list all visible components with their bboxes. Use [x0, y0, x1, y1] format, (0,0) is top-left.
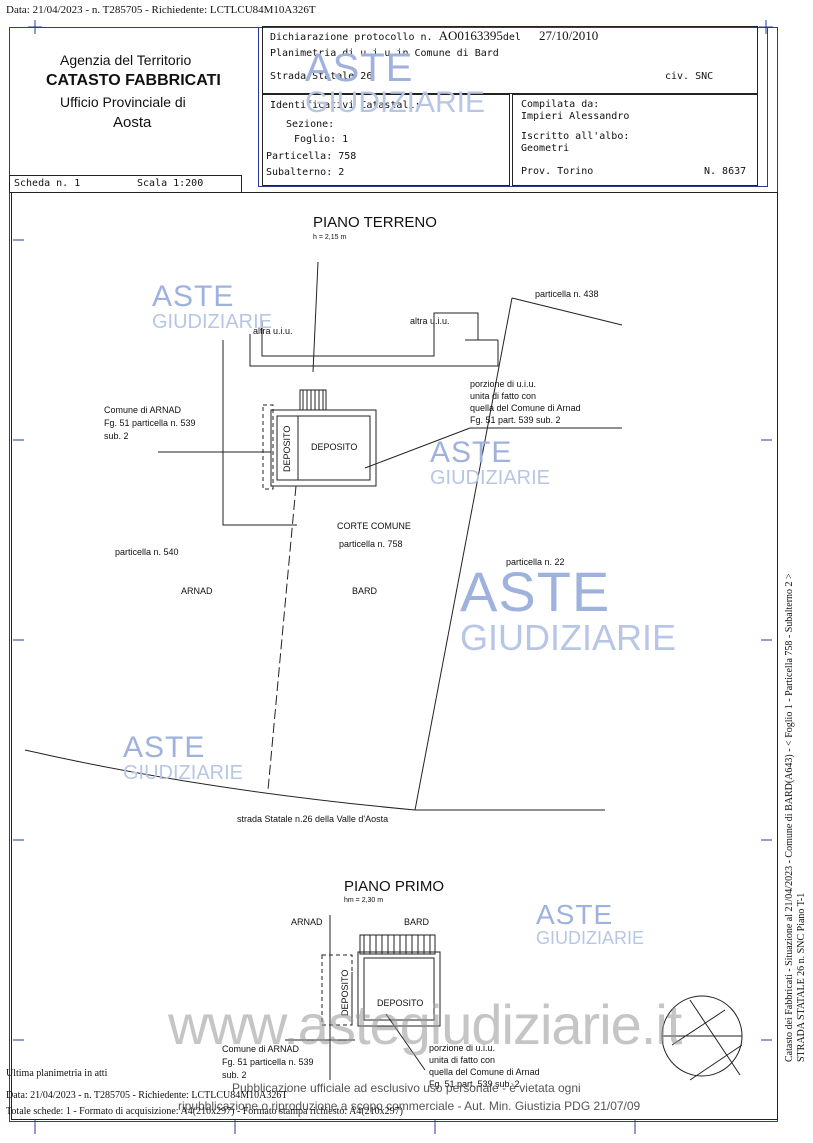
corte-comune: CORTE COMUNE — [337, 521, 411, 531]
subalterno: Subalterno: 2 — [266, 167, 345, 178]
piano-terreno-height: h = 2,15 m — [313, 234, 347, 241]
porzione-2: unita di fatto con — [470, 391, 537, 401]
deposito-vertical: DEPOSITO — [282, 425, 292, 472]
altra-uiu-right: altra u.i.u. — [410, 316, 450, 326]
particella-438: particella n. 438 — [535, 289, 599, 299]
arnad-label: ARNAD — [181, 586, 213, 596]
footer-totale: Totale schede: 1 - Formato di acquisizio… — [6, 1106, 403, 1117]
agency-line2: CATASTO FABBRICATI — [46, 72, 221, 89]
sezione: Sezione: — [286, 119, 335, 130]
watermark-1: ASTE GIUDIZIARIE — [152, 280, 273, 333]
comune-arnad-primo-3: sub. 2 — [222, 1070, 247, 1080]
corte-particella: particella n. 758 — [339, 539, 403, 549]
porzione-primo-4: Fg. 51 part. 539 sub. 2 — [429, 1079, 520, 1089]
porzione-1: porzione di u.i.u. — [470, 379, 537, 389]
agency-line4: Aosta — [113, 114, 152, 131]
particella-540: particella n. 540 — [115, 547, 179, 557]
piano-terreno-title: PIANO TERRENO — [313, 214, 437, 231]
identifiers-title: Identificativi Catastali: — [270, 100, 421, 111]
pubblicazione-line1: Pubblicazione ufficiale ad esclusivo uso… — [232, 1081, 581, 1095]
side-text-1: Catasto dei Fabbricati - Situazione al 2… — [784, 573, 795, 1062]
watermark-site: www.astegiudiziarie.it — [168, 993, 682, 1056]
comune-arnad-primo-2: Fg. 51 particella n. 539 — [222, 1057, 314, 1067]
porzione-3: quella del Comune di Arnad — [470, 403, 581, 413]
porzione-primo-2: unita di fatto con — [429, 1055, 496, 1065]
watermark-3: ASTE GIUDIZIARIE — [460, 560, 677, 658]
deposito-label: DEPOSITO — [311, 442, 358, 452]
porzione-4: Fg. 51 part. 539 sub. 2 — [470, 415, 561, 425]
top-header: Data: 21/04/2023 - n. T285705 - Richiede… — [6, 4, 316, 16]
foglio: Foglio: 1 — [294, 134, 349, 145]
watermark-2: ASTE GIUDIZIARIE — [430, 436, 551, 489]
porzione-primo-1: porzione di u.i.u. — [429, 1043, 496, 1053]
identifiers-box — [262, 94, 510, 186]
agency-line1: Agenzia del Territorio — [60, 52, 192, 68]
comune-arnad-1: Comune di ARNAD — [104, 405, 182, 415]
strada-label: strada Statale n.26 della Valle d'Aosta — [237, 814, 389, 824]
piano-primo-height: hm = 2,30 m — [344, 897, 384, 904]
albo-number: N. 8637 — [704, 166, 747, 177]
compiler-box — [512, 94, 758, 186]
header-frame — [258, 27, 768, 187]
compilata-label: Compilata da: — [521, 99, 600, 110]
particella: Particella: 758 — [266, 151, 357, 162]
arnad-label-primo: ARNAD — [291, 917, 323, 927]
watermark-header: ASTE GIUDIZIARIE — [305, 46, 486, 119]
bard-label-primo: BARD — [404, 917, 430, 927]
ultima-planimetria: Ultima planimetria in atti — [6, 1068, 108, 1079]
compiler-name: Impieri Alessandro — [521, 111, 630, 122]
scheda: Scheda n. 1 — [14, 178, 81, 189]
watermark-4: ASTE GIUDIZIARIE — [123, 731, 244, 784]
pubblicazione-line2: ripubblicazione o riproduzione a scopo c… — [178, 1099, 641, 1113]
particella-22: particella n. 22 — [506, 557, 565, 567]
declaration-label: Dichiarazione protocollo n. AO0163395del… — [270, 28, 599, 43]
footer-data: Data: 21/04/2023 - n. T285705 - Richiede… — [6, 1090, 288, 1101]
porzione-primo-3: quella del Comune di Arnad — [429, 1067, 540, 1077]
bard-label: BARD — [352, 586, 378, 596]
street-text: Strada Statale 26 — [270, 71, 373, 82]
deposito-label-primo: DEPOSITO — [377, 998, 424, 1008]
comune-arnad-2: Fg. 51 particella n. 539 — [104, 418, 196, 428]
watermark-5: ASTE GIUDIZIARIE — [536, 899, 645, 948]
drawing-frame — [11, 192, 778, 1120]
comune-arnad-3: sub. 2 — [104, 431, 129, 441]
altra-uiu-left: altra u.i.u. — [253, 326, 293, 336]
planimetria-text: Planimetria di u.i.u.in Comune di Bard — [270, 48, 499, 59]
compiler-role: Geometri — [521, 143, 570, 154]
scala: Scala 1:200 — [137, 178, 204, 189]
comune-arnad-primo-1: Comune di ARNAD — [222, 1044, 300, 1054]
iscritto-label: Iscritto all'albo: — [521, 131, 630, 142]
side-text-2: STRADA STATALE 26 n. SNC Piano T-1 — [796, 892, 807, 1062]
civ-text: civ. SNC — [665, 71, 714, 82]
piano-primo-title: PIANO PRIMO — [344, 878, 445, 895]
declaration-box — [262, 26, 758, 94]
prov-text: Prov. Torino — [521, 166, 594, 177]
agency-line3: Ufficio Provinciale di — [60, 94, 186, 110]
